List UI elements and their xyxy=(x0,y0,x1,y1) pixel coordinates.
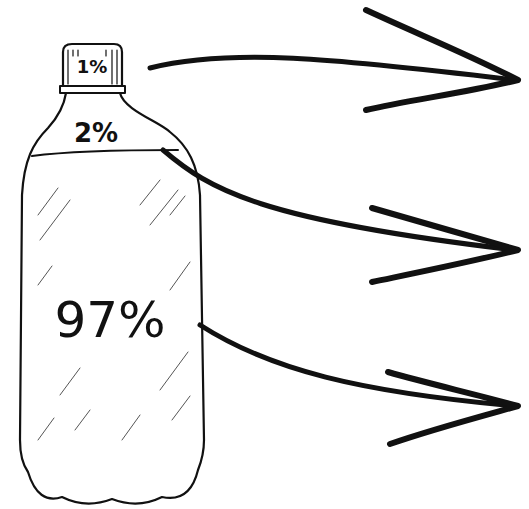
percent-label: 1% xyxy=(77,58,108,76)
neck-region: 2% xyxy=(70,118,122,148)
bottle-collar xyxy=(60,86,125,93)
liquid-line xyxy=(32,150,178,156)
percent-label: 2% xyxy=(74,120,118,146)
arrow-head xyxy=(366,10,518,110)
cap-ridges xyxy=(68,50,117,84)
body-region: 97% xyxy=(50,293,169,347)
arrow-head xyxy=(372,208,518,282)
arrow-line xyxy=(150,57,515,80)
bottle-cap xyxy=(63,44,122,86)
arrow-head xyxy=(388,372,518,444)
percent-label: 97% xyxy=(54,295,165,345)
cap-region: 1% xyxy=(73,56,112,78)
bottle-outline xyxy=(20,93,204,504)
glass-hatching xyxy=(38,180,190,440)
